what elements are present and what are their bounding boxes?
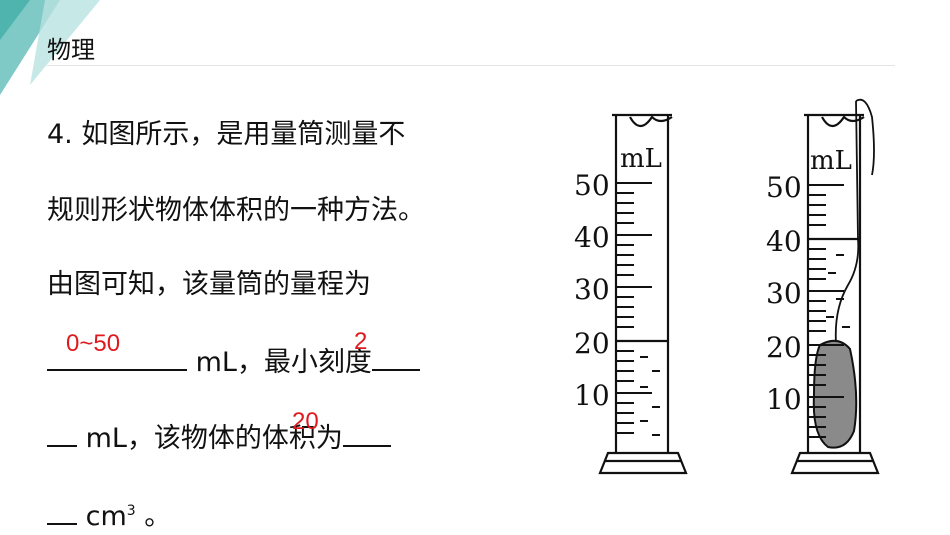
right-unit-label: mL xyxy=(810,146,852,176)
answer-min-division: 2 xyxy=(354,328,368,355)
right-tick-30: 30 xyxy=(766,277,802,310)
immersed-object xyxy=(812,339,858,449)
question-line-1: 4. 如图所示，是用量筒测量不 xyxy=(47,119,406,150)
subject-title: 物理 xyxy=(47,36,95,64)
header-divider xyxy=(47,65,895,66)
left-tick-10: 10 xyxy=(574,379,610,412)
right-tick-20: 20 xyxy=(766,331,802,364)
question-line-4: mL，最小刻度 xyxy=(47,340,420,379)
right-cylinder xyxy=(790,98,880,475)
left-tick-30: 30 xyxy=(574,273,610,306)
left-tick-40: 40 xyxy=(574,221,610,254)
volume-blank-cont[interactable] xyxy=(47,497,77,525)
answer-range: 0~50 xyxy=(66,330,121,357)
unit-ml-min-division: mL，最小刻度 xyxy=(195,347,372,378)
unit-cm-superscript: 3 xyxy=(126,503,136,519)
question-line-6: cm3 。 xyxy=(47,494,171,533)
corner-decoration xyxy=(0,0,100,95)
min-division-blank-cont[interactable] xyxy=(47,419,77,447)
question-line-3: 由图可知，该量筒的量程为 xyxy=(47,269,371,300)
min-division-blank[interactable] xyxy=(371,343,420,371)
left-tick-50: 50 xyxy=(574,169,610,202)
question-line-5: mL，该物体的体积为 xyxy=(47,416,391,455)
right-tick-40: 40 xyxy=(766,225,802,258)
right-tick-10: 10 xyxy=(766,383,802,416)
left-scale-ticks xyxy=(616,182,660,436)
unit-cm: cm xyxy=(85,501,127,532)
left-cylinder xyxy=(598,113,688,475)
left-tick-20: 20 xyxy=(574,327,610,360)
question-line-2: 规则形状物体体积的一种方法。 xyxy=(47,195,425,226)
right-tick-50: 50 xyxy=(766,171,802,204)
graduated-cylinders-figure: mL 50 40 30 20 10 mL 50 40 30 20 10 xyxy=(574,98,880,475)
answer-volume: 20 xyxy=(292,408,319,435)
right-scale-ticks xyxy=(808,184,850,438)
left-unit-label: mL xyxy=(620,144,662,174)
volume-prompt: mL，该物体的体积为 xyxy=(85,423,343,454)
period: 。 xyxy=(144,501,172,532)
range-blank[interactable] xyxy=(47,343,187,371)
volume-blank[interactable] xyxy=(342,419,391,447)
